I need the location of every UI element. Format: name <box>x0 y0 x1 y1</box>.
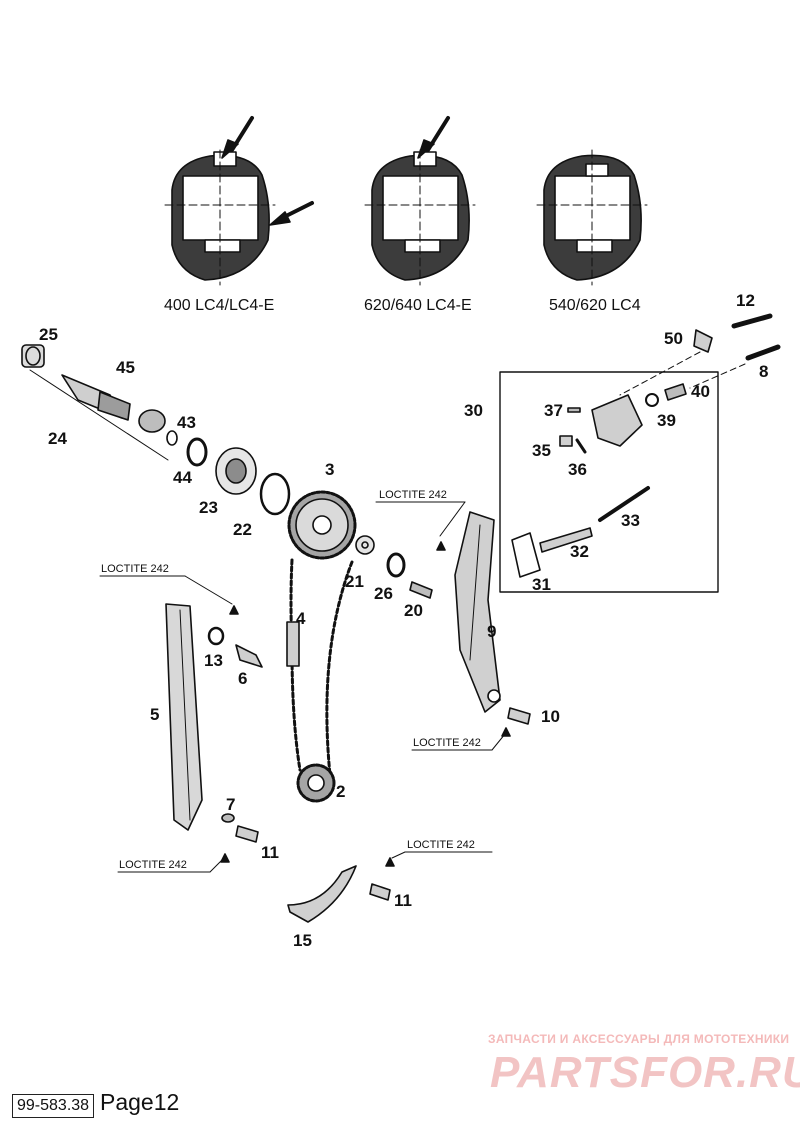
callout-number: 33 <box>621 511 640 530</box>
callout-number: 45 <box>116 358 135 377</box>
guide-rail-left <box>165 603 203 831</box>
chain-link-4 <box>286 621 300 667</box>
callout-number: 35 <box>532 441 551 460</box>
loctite-label: LOCTITE 242 <box>407 839 475 851</box>
callout-number: 24 <box>48 429 67 448</box>
callout-number: 10 <box>541 707 560 726</box>
callout-number: 22 <box>233 520 252 539</box>
loctite-label: LOCTITE 242 <box>413 737 481 749</box>
callout-number: 25 <box>39 325 58 344</box>
callout-number: 8 <box>759 362 768 381</box>
callout-number: 30 <box>464 401 483 420</box>
variant-label: 620/640 LC4-E <box>364 297 472 314</box>
callout-number: 50 <box>664 329 683 348</box>
callout-number: 40 <box>691 382 710 401</box>
callout-number: 2 <box>336 782 345 801</box>
tensioner-rail <box>436 511 531 737</box>
watermark-tagline: ЗАПЧАСТИ И АКСЕССУАРЫ ДЛЯ МОТОТЕХНИКИ <box>488 1032 790 1046</box>
callout-number: 39 <box>657 411 676 430</box>
callout-number: 7 <box>226 795 235 814</box>
callout-number: 23 <box>199 498 218 517</box>
callout-number: 3 <box>325 460 334 479</box>
callout-number: 44 <box>173 468 192 487</box>
callout-number: 6 <box>238 669 247 688</box>
chain-guide-lower <box>287 857 395 923</box>
callout-number: 43 <box>177 413 196 432</box>
variant-label: 540/620 LC4 <box>549 297 641 314</box>
callout-number: 4 <box>296 609 306 628</box>
callout-number: 5 <box>150 705 159 724</box>
timing-chain <box>289 558 354 777</box>
callout-number: 31 <box>532 575 551 594</box>
callout-number: 12 <box>736 291 755 310</box>
callout-number: 15 <box>293 931 312 950</box>
loctite-label: LOCTITE 242 <box>379 489 447 501</box>
crank-sprocket <box>296 763 336 803</box>
callout-number: 36 <box>568 460 587 479</box>
callout-number: 20 <box>404 601 423 620</box>
page-number: Page12 <box>100 1089 180 1115</box>
tensioner-assembly-frame <box>499 371 719 593</box>
callout-number: 13 <box>204 651 223 670</box>
variant-label: 400 LC4/LC4-E <box>164 297 274 314</box>
cam-sprocket <box>287 490 433 599</box>
callout-number: 11 <box>394 891 412 910</box>
document-code: 99-583.38 <box>12 1094 95 1118</box>
callout-number: 21 <box>345 572 364 591</box>
callout-number: 32 <box>570 542 589 561</box>
variant-400-lobe <box>164 116 314 286</box>
loctite-label: LOCTITE 242 <box>119 859 187 871</box>
tensioner-assembly <box>511 313 781 578</box>
bolt-7-11 <box>220 813 259 863</box>
callout-number: 9 <box>487 622 496 641</box>
loctite-label: LOCTITE 242 <box>101 563 169 575</box>
callout-number: 11 <box>261 843 279 862</box>
variant-620-640-lobe <box>364 116 476 286</box>
bolt-6 <box>207 605 263 668</box>
variant-540-620-lobe <box>536 149 648 286</box>
callout-number: 26 <box>374 584 393 603</box>
callout-number: 37 <box>544 401 563 420</box>
camshaft-assembly <box>21 344 291 516</box>
watermark-brand: PARTSFOR.RU <box>490 1048 800 1097</box>
